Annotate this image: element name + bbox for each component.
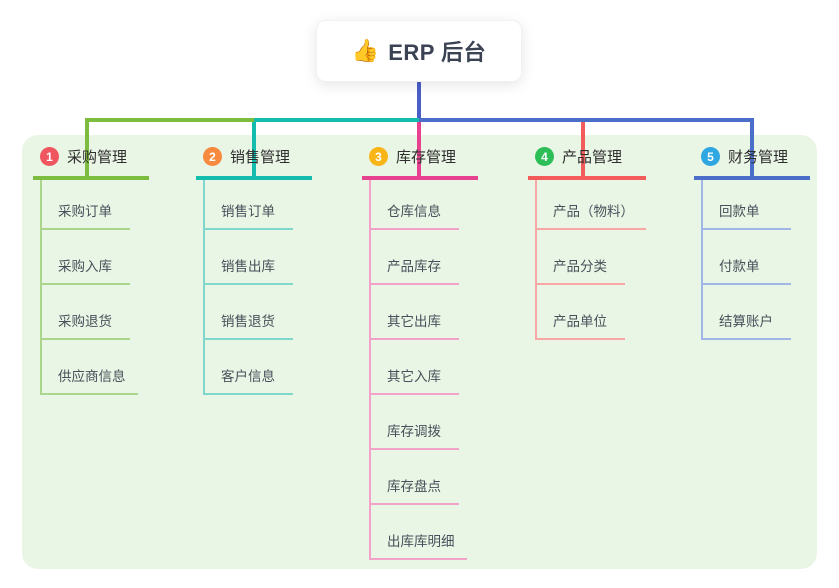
branch-title: 库存管理 [396,149,457,166]
branch-销售管理: 2 销售管理 销售订单销售出库销售退货客户信息 [196,146,312,395]
branch-title: 销售管理 [230,149,291,166]
branch-header: 1 采购管理 [33,146,149,180]
child-node: 产品库存 [371,230,459,285]
branch-number-badge: 3 [369,147,388,166]
child-node: 结算账户 [703,285,791,340]
branch-children: 采购订单采购入库采购退货供应商信息 [40,180,138,395]
branch-children: 仓库信息产品库存其它出库其它入库库存调拨库存盘点出库库明细 [369,180,467,560]
child-node: 销售出库 [205,230,293,285]
branch-number-badge: 2 [203,147,222,166]
root-connector-line [417,82,421,122]
branch-header: 4 产品管理 [528,146,646,180]
child-node: 产品单位 [537,285,625,340]
branch-title: 采购管理 [67,149,128,166]
branch-header: 3 库存管理 [362,146,478,180]
child-node: 其它出库 [371,285,459,340]
branch-title: 财务管理 [728,149,789,166]
child-node: 供应商信息 [42,340,138,395]
branch-drop-line [85,118,89,176]
child-node: 产品分类 [537,230,625,285]
child-node: 客户信息 [205,340,293,395]
branch-财务管理: 5 财务管理 回款单付款单结算账户 [694,146,810,340]
branch-header: 2 销售管理 [196,146,312,180]
child-node: 库存盘点 [371,450,459,505]
branch-产品管理: 4 产品管理 产品（物料）产品分类产品单位 [528,146,646,340]
root-node: 👍 ERP 后台 [316,20,522,82]
branch-children: 销售订单销售出库销售退货客户信息 [203,180,293,395]
child-node: 采购退货 [42,285,130,340]
branch-title: 产品管理 [562,149,623,166]
thumbs-up-icon: 👍 [351,38,380,63]
branch-number-badge: 4 [535,147,554,166]
bus-segment [254,118,419,122]
child-node: 销售订单 [205,180,293,230]
branch-number-badge: 1 [40,147,59,166]
branch-children: 回款单付款单结算账户 [701,180,791,340]
branch-children: 产品（物料）产品分类产品单位 [535,180,646,340]
child-node: 销售退货 [205,285,293,340]
branch-drop-line [252,122,256,176]
branch-采购管理: 1 采购管理 采购订单采购入库采购退货供应商信息 [33,146,149,395]
child-node: 产品（物料） [537,180,646,230]
child-node: 采购入库 [42,230,130,285]
bus-segment [419,118,754,122]
child-node: 库存调拨 [371,395,459,450]
child-node: 采购订单 [42,180,130,230]
child-node: 付款单 [703,230,791,285]
branch-drop-line [750,118,754,176]
branches-panel-background [22,135,817,569]
child-node: 其它入库 [371,340,459,395]
branch-number-badge: 5 [701,147,720,166]
root-title: ERP 后台 [388,40,487,65]
child-node: 回款单 [703,180,791,230]
branch-库存管理: 3 库存管理 仓库信息产品库存其它出库其它入库库存调拨库存盘点出库库明细 [362,146,478,560]
branch-drop-line [581,122,585,176]
bus-segment [85,118,254,122]
branch-drop-line [417,122,421,176]
branch-header: 5 财务管理 [694,146,810,180]
child-node: 仓库信息 [371,180,459,230]
child-node: 出库库明细 [371,505,467,560]
